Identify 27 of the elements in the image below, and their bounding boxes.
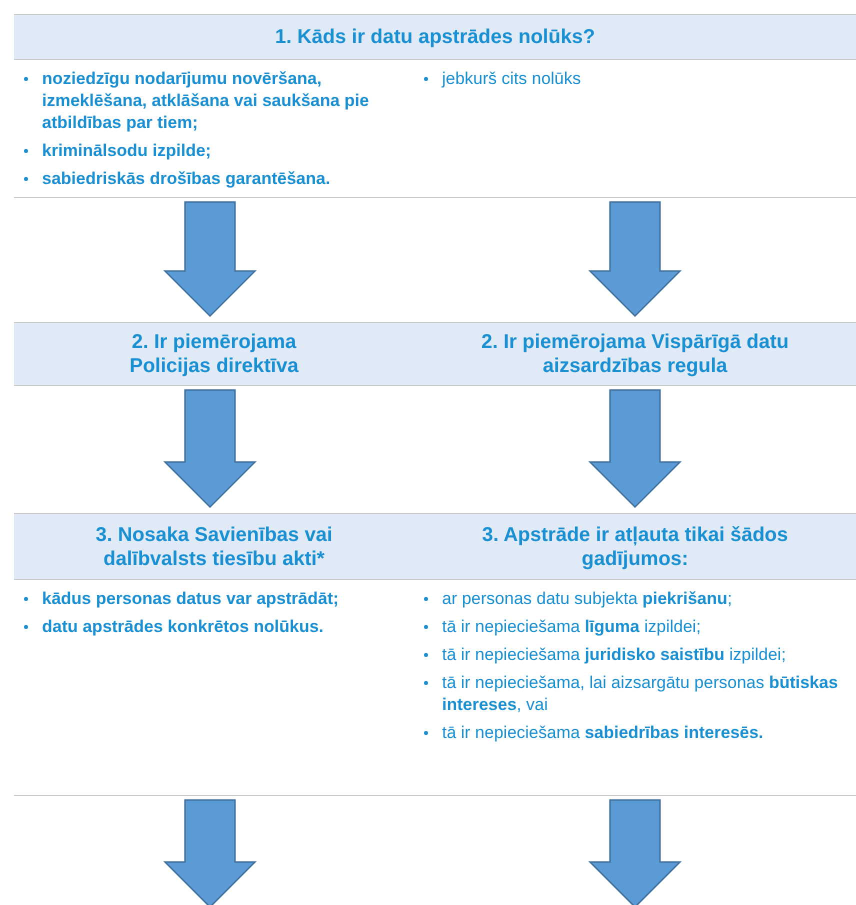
header-band [414,513,856,580]
bullet-text: kādus personas datus var apstrādāt; [42,588,339,610]
header-text: 2. Ir piemērojama Vispārīgā datu aizsardzības regula [480,330,790,378]
bullet-text: tā ir nepieciešama līguma izpildei; [442,616,701,638]
header-band [414,322,856,386]
header-text: 1. Kāds ir datu apstrādes nolūks? [274,25,596,49]
bullet-text: ar personas datu subjekta piekrišanu; [442,588,732,610]
header-band [14,322,414,386]
block-arrow [163,201,257,318]
header-text: 3. Nosaka Savienības vai dalībvalsts tiesību akti* [94,522,334,570]
block-arrow [588,389,682,508]
header-band [14,513,414,580]
header-text: 3. Apstrāde ir atļauta tikai šādos gadījumos: [480,522,790,570]
header-band [14,14,856,60]
bullet-text: noziedzīgu nodarījumu novēršana, izmeklēšana, atklāšana vai saukšana pie atbildības par tiem; [42,68,370,134]
bullet-text: kriminālsodu izpilde; [42,140,212,162]
bullet-text: sabiedriskās drošības garantēšana. [42,168,330,190]
bullet-text: jebkurš cits nolūks [442,68,581,90]
bullet-text: datu apstrādes konkrētos nolūkus. [42,616,324,638]
block-arrow [163,389,257,508]
bullet-text: tā ir nepieciešama juridisko saistību izpildei; [442,644,786,666]
block-arrow [588,201,682,318]
bullet-text: tā ir nepieciešama, lai aizsargātu personas būtiskas intereses, vai [442,672,839,716]
bullet-text: tā ir nepieciešama sabiedrības interesēs. [442,722,764,744]
block-arrow [163,799,257,905]
header-text: 2. Ir piemērojama Policijas direktīva [128,330,300,378]
block-arrow [588,799,682,905]
